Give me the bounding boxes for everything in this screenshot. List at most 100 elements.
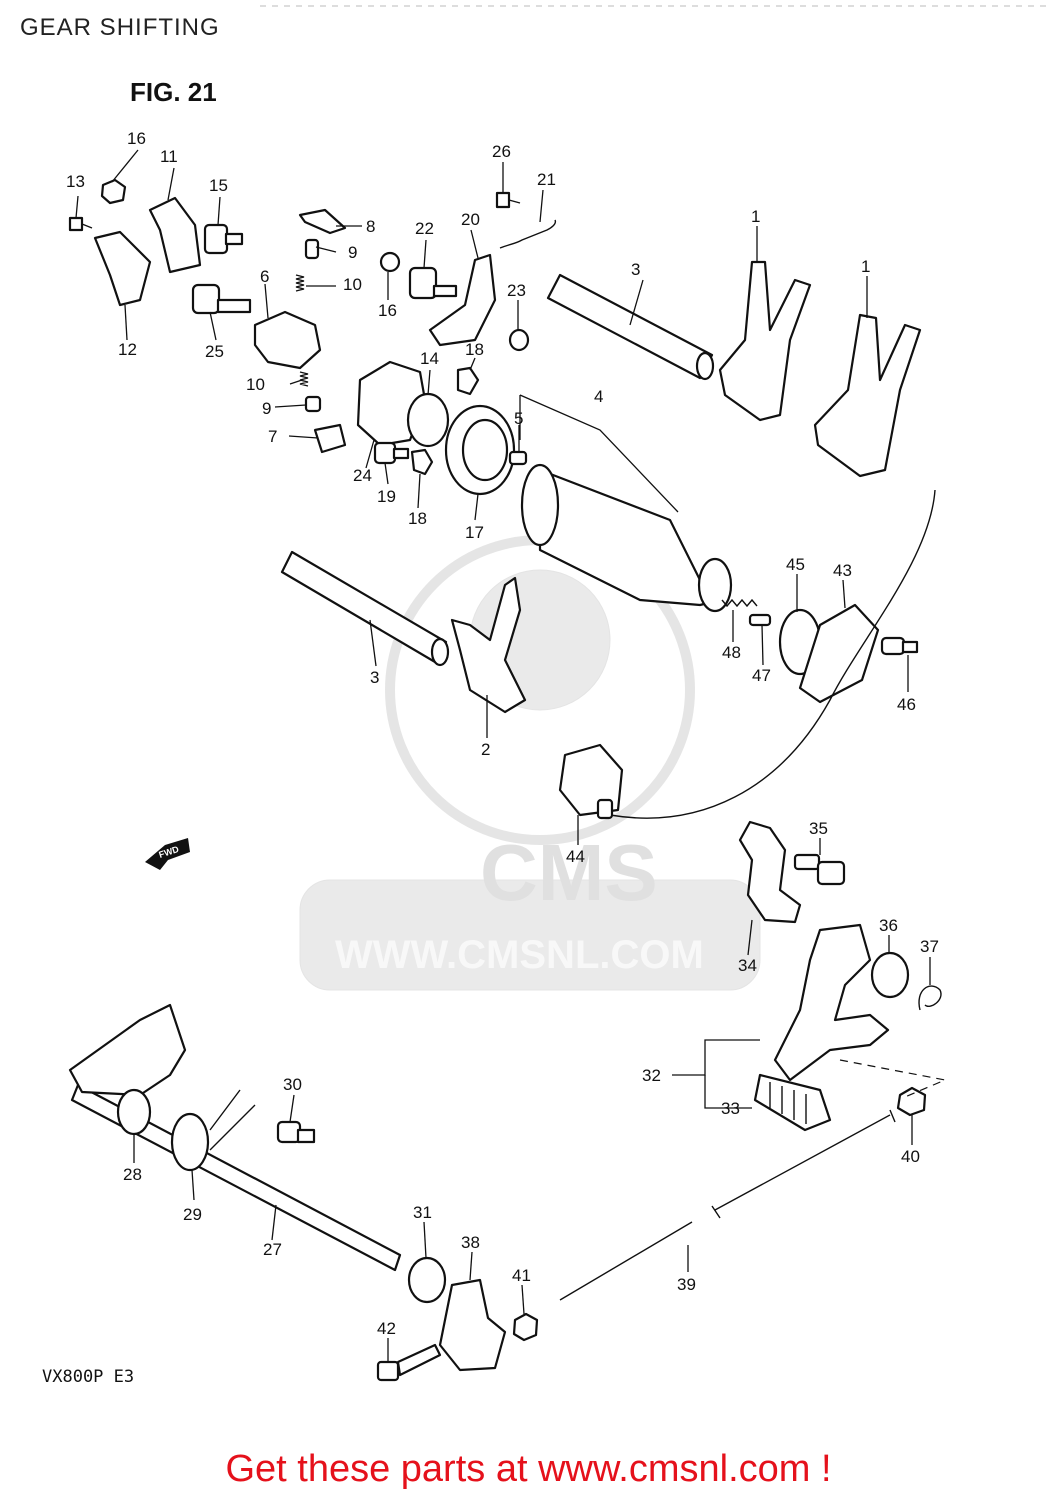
callout-9a: 9: [348, 243, 357, 262]
callout-40: 40: [901, 1147, 920, 1166]
part-4-shift-drum: [520, 463, 733, 613]
callout-10a: 10: [343, 275, 362, 294]
figure-label: FIG. 21: [130, 77, 217, 107]
fwd-arrow-icon: FWD: [145, 838, 190, 870]
part-2-fork-center: [450, 576, 527, 714]
callout-35: 35: [809, 819, 828, 838]
part-5-pin: [508, 450, 528, 466]
part-20-arm: [428, 253, 497, 347]
callout-34: 34: [738, 956, 757, 975]
part-39-tie-rod: [559, 1109, 896, 1301]
part-47-plunger: [748, 613, 772, 627]
callout-33: 33: [721, 1099, 740, 1118]
callout-37: 37: [920, 937, 939, 956]
watermark-brand: CMS: [480, 828, 658, 917]
callout-20: 20: [461, 210, 480, 229]
part-15-bolt: [203, 223, 244, 255]
callout-32: 32: [642, 1066, 661, 1085]
callout-18b: 18: [408, 509, 427, 528]
callout-26: 26: [492, 142, 511, 161]
part-14-oring: [406, 392, 450, 448]
part-38-clamp-arm: [438, 1278, 507, 1372]
part-13-screw: [68, 216, 93, 232]
callout-39: 39: [677, 1275, 696, 1294]
callout-43: 43: [833, 561, 852, 580]
callout-10b: 10: [246, 375, 265, 394]
callout-1a: 1: [751, 207, 760, 226]
callout-8: 8: [366, 217, 375, 236]
part-1-fork-right: [813, 313, 922, 478]
callout-5: 5: [514, 409, 523, 428]
part-33-shift-rubber: [753, 1073, 832, 1132]
callout-23: 23: [507, 281, 526, 300]
page-title: GEAR SHIFTING: [20, 14, 220, 41]
callout-19: 19: [377, 487, 396, 506]
callout-27: 27: [263, 1240, 282, 1259]
part-1-fork-left: [718, 260, 812, 422]
callout-11: 11: [160, 147, 178, 166]
part-22-bolt: [379, 251, 458, 300]
watermark-url: WWW.CMSNL.COM: [335, 933, 704, 977]
part-10-spring-lower: [299, 371, 309, 387]
part-6-cam-gear: [253, 310, 322, 370]
callout-6: 6: [260, 267, 269, 286]
part-17-bearing: [444, 404, 516, 496]
callout-30: 30: [283, 1075, 302, 1094]
assembly-guide-line: [839, 1059, 948, 1098]
leader-lines: [75, 149, 931, 1362]
callout-48: 48: [722, 643, 741, 662]
part-48-spring: [721, 598, 758, 608]
part-21-spring: [499, 219, 557, 249]
part-7-pawl: [313, 423, 347, 454]
part-41-nut: [512, 1312, 539, 1342]
part-12-stopper-plate: [93, 230, 152, 307]
part-32-gearshift-lever: [773, 923, 890, 1082]
part-34-shift-arm: [738, 820, 802, 924]
callout-9b: 9: [262, 399, 271, 418]
part-11-stopper-arm: [148, 196, 202, 274]
callout-28: 28: [123, 1165, 142, 1184]
part-29-spring: [170, 1089, 256, 1172]
part-30-bolt: [276, 1120, 316, 1144]
part-36-washer: [870, 951, 910, 999]
part-8-pawl: [298, 208, 347, 235]
part-9-pin-lower: [304, 395, 322, 413]
callout-36: 36: [879, 916, 898, 935]
callout-16b: 16: [378, 301, 397, 320]
part-28-collar: [116, 1088, 152, 1136]
part-19-screw: [373, 441, 410, 465]
get-parts-link[interactable]: Get these parts at www.cmsnl.com !: [225, 1448, 832, 1490]
callout-12: 12: [118, 340, 137, 359]
callout-3a: 3: [631, 260, 640, 279]
part-44-wire-connector: [558, 489, 936, 820]
part-3-shaft-lower: [280, 550, 450, 667]
part-26-screw: [495, 191, 521, 209]
callout-2: 2: [481, 740, 490, 759]
callout-labels: 1 1 2 3 3 4 5 6 7 8 9 9 10 10 11 12 13 1…: [66, 129, 939, 1338]
callout-24: 24: [353, 466, 372, 485]
model-label: VX800P E3: [42, 1367, 134, 1387]
part-18-retainer-upper: [456, 366, 480, 396]
part-27-gearshift-shaft: [68, 1003, 402, 1272]
part-9-pin-upper: [304, 238, 320, 260]
callout-4: 4: [594, 387, 603, 406]
callout-38: 38: [461, 1233, 480, 1252]
callout-47: 47: [752, 666, 771, 685]
callout-44: 44: [566, 847, 585, 866]
part-16-nut: [100, 178, 127, 205]
callout-45: 45: [786, 555, 805, 574]
callout-14: 14: [420, 349, 439, 368]
callout-29: 29: [183, 1205, 202, 1224]
callout-22: 22: [415, 219, 434, 238]
callout-3b: 3: [370, 668, 379, 687]
part-43-gear-position-switch: [798, 603, 880, 704]
part-18-retainer-lower: [410, 448, 434, 476]
callout-31: 31: [413, 1203, 432, 1222]
callout-41: 41: [512, 1266, 531, 1285]
callout-7: 7: [268, 427, 277, 446]
part-10-spring-upper: [295, 274, 305, 292]
callout-1b: 1: [861, 257, 870, 276]
callout-13: 13: [66, 172, 85, 191]
callout-18a: 18: [465, 340, 484, 359]
part-3-shaft-upper: [546, 273, 715, 381]
